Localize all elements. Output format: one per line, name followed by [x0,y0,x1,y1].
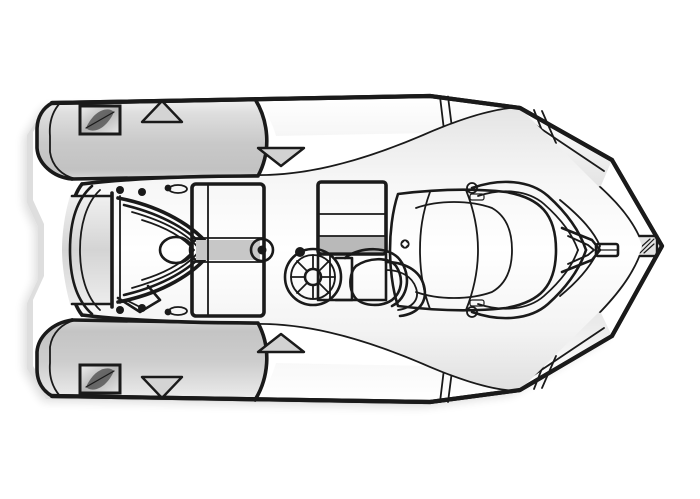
bow-towing-eye [560,226,620,274]
port-bow-logo-patch [78,104,122,136]
grab-rail [384,180,588,320]
starboard-upper-triangle-patch [256,332,306,354]
steering-wheel [283,247,354,307]
helm-seat [343,247,409,308]
deck-hardware [116,186,410,314]
transom [62,191,121,309]
port-lower-triangle-patch [256,146,306,168]
hull-outline [49,93,665,405]
deck-fitting [249,237,275,263]
starboard-lower-triangle-patch [140,375,184,400]
outboard-motor-assembly [68,184,214,316]
port-upper-triangle-patch [140,99,184,124]
starboard-bow-logo-patch [78,363,122,395]
